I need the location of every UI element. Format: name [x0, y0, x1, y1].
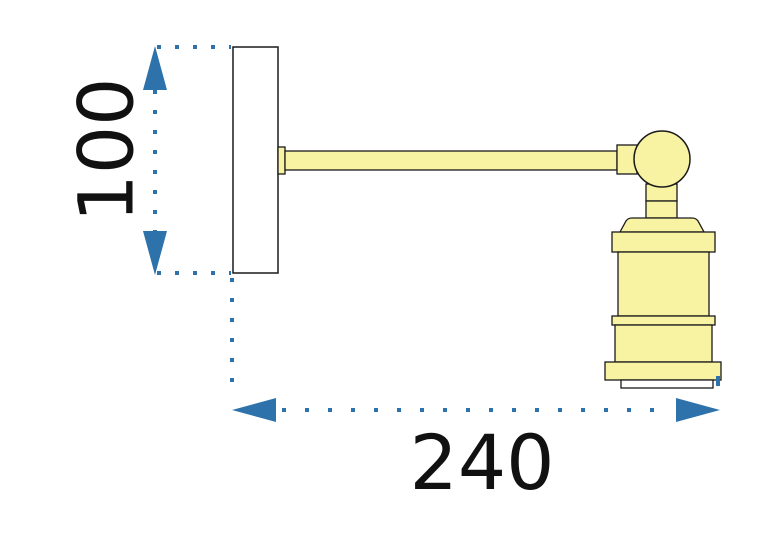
width-arrow-left — [232, 398, 276, 422]
height-dimension — [143, 45, 231, 275]
socket-neck — [645, 200, 678, 219]
socket-base-ring — [604, 361, 722, 381]
width-dimension-label: 240 — [409, 418, 554, 507]
height-arrow-up — [143, 46, 167, 90]
socket-middle-ring — [611, 315, 716, 326]
arm-collar-left — [277, 146, 286, 175]
socket-body — [617, 251, 710, 317]
width-dimension — [230, 278, 720, 422]
socket-cap — [618, 217, 706, 233]
height-dimension-label: 100 — [62, 77, 151, 222]
height-arrow-down — [143, 231, 167, 275]
bulb-thread — [620, 379, 714, 389]
ball-joint — [633, 130, 691, 188]
socket-lower-body — [614, 324, 713, 363]
lamp-arm — [284, 150, 618, 171]
width-arrow-right — [676, 398, 720, 422]
wall-plate — [232, 46, 279, 274]
socket-upper-ring — [611, 231, 716, 253]
